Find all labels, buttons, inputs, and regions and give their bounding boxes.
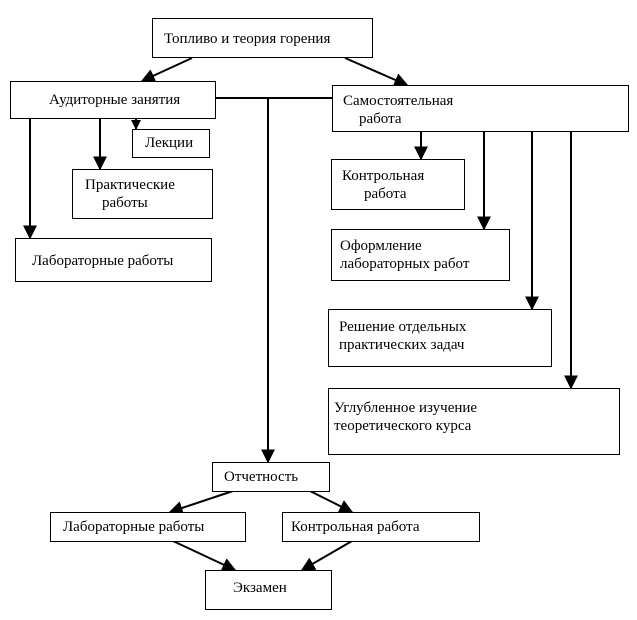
box-report-labs: Лабораторные работы — [50, 512, 246, 542]
box-report-labs-label: Лабораторные работы — [63, 519, 205, 535]
box-self-study: Самостоятельная работа — [332, 85, 629, 132]
box-exam: Экзамен — [205, 570, 332, 610]
box-lab-report-line1: Оформление — [340, 238, 422, 254]
box-self-study-line2: работа — [359, 111, 402, 127]
box-control-work: Контрольная работа — [331, 159, 465, 210]
box-theory-course-line2: теоретического курса — [334, 418, 472, 434]
box-lectures-label: Лекции — [145, 135, 194, 151]
box-auditory-label: Аудиторные занятия — [49, 92, 181, 108]
box-labs: Лабораторные работы — [15, 238, 212, 282]
box-practical: Практические работы — [72, 169, 213, 219]
box-labs-label: Лабораторные работы — [32, 253, 174, 269]
box-theory-course-line1: Углубленное изучение — [334, 400, 478, 416]
box-control-work-line2: работа — [364, 186, 407, 202]
box-fuel-theory-label: Топливо и теория горения — [164, 31, 331, 47]
box-practical-tasks-line1: Решение отдельных — [339, 319, 467, 335]
edge-labs-exam — [172, 540, 237, 572]
box-self-study-line1: Самостоятельная — [343, 93, 454, 109]
box-auditory: Аудиторные занятия — [10, 81, 216, 119]
box-lectures: Лекции — [132, 129, 210, 158]
box-practical-tasks: Решение отдельных практических задач — [328, 309, 552, 367]
box-report-control: Контрольная работа — [282, 512, 480, 542]
box-lab-report-line2: лабораторных работ — [340, 256, 470, 272]
edge-fuel-selfstudy — [344, 57, 409, 87]
box-practical-tasks-line2: практических задач — [339, 337, 465, 353]
edge-fuel-auditory — [140, 57, 193, 83]
box-theory-course: Углубленное изучение теоретического курс… — [328, 388, 620, 455]
box-lab-report: Оформление лабораторных работ — [331, 229, 510, 281]
box-practical-line2: работы — [102, 195, 148, 211]
box-report-control-label: Контрольная работа — [291, 519, 420, 535]
box-fuel-theory: Топливо и теория горения — [152, 18, 373, 58]
edge-reporting-labs — [168, 490, 234, 515]
box-reporting: Отчетность — [212, 462, 330, 492]
edge-reporting-control — [309, 490, 354, 513]
box-reporting-label: Отчетность — [224, 469, 299, 485]
box-control-work-line1: Контрольная — [342, 168, 425, 184]
box-exam-label: Экзамен — [233, 580, 287, 596]
edge-control-exam — [300, 540, 353, 571]
box-practical-line1: Практические — [85, 177, 175, 193]
